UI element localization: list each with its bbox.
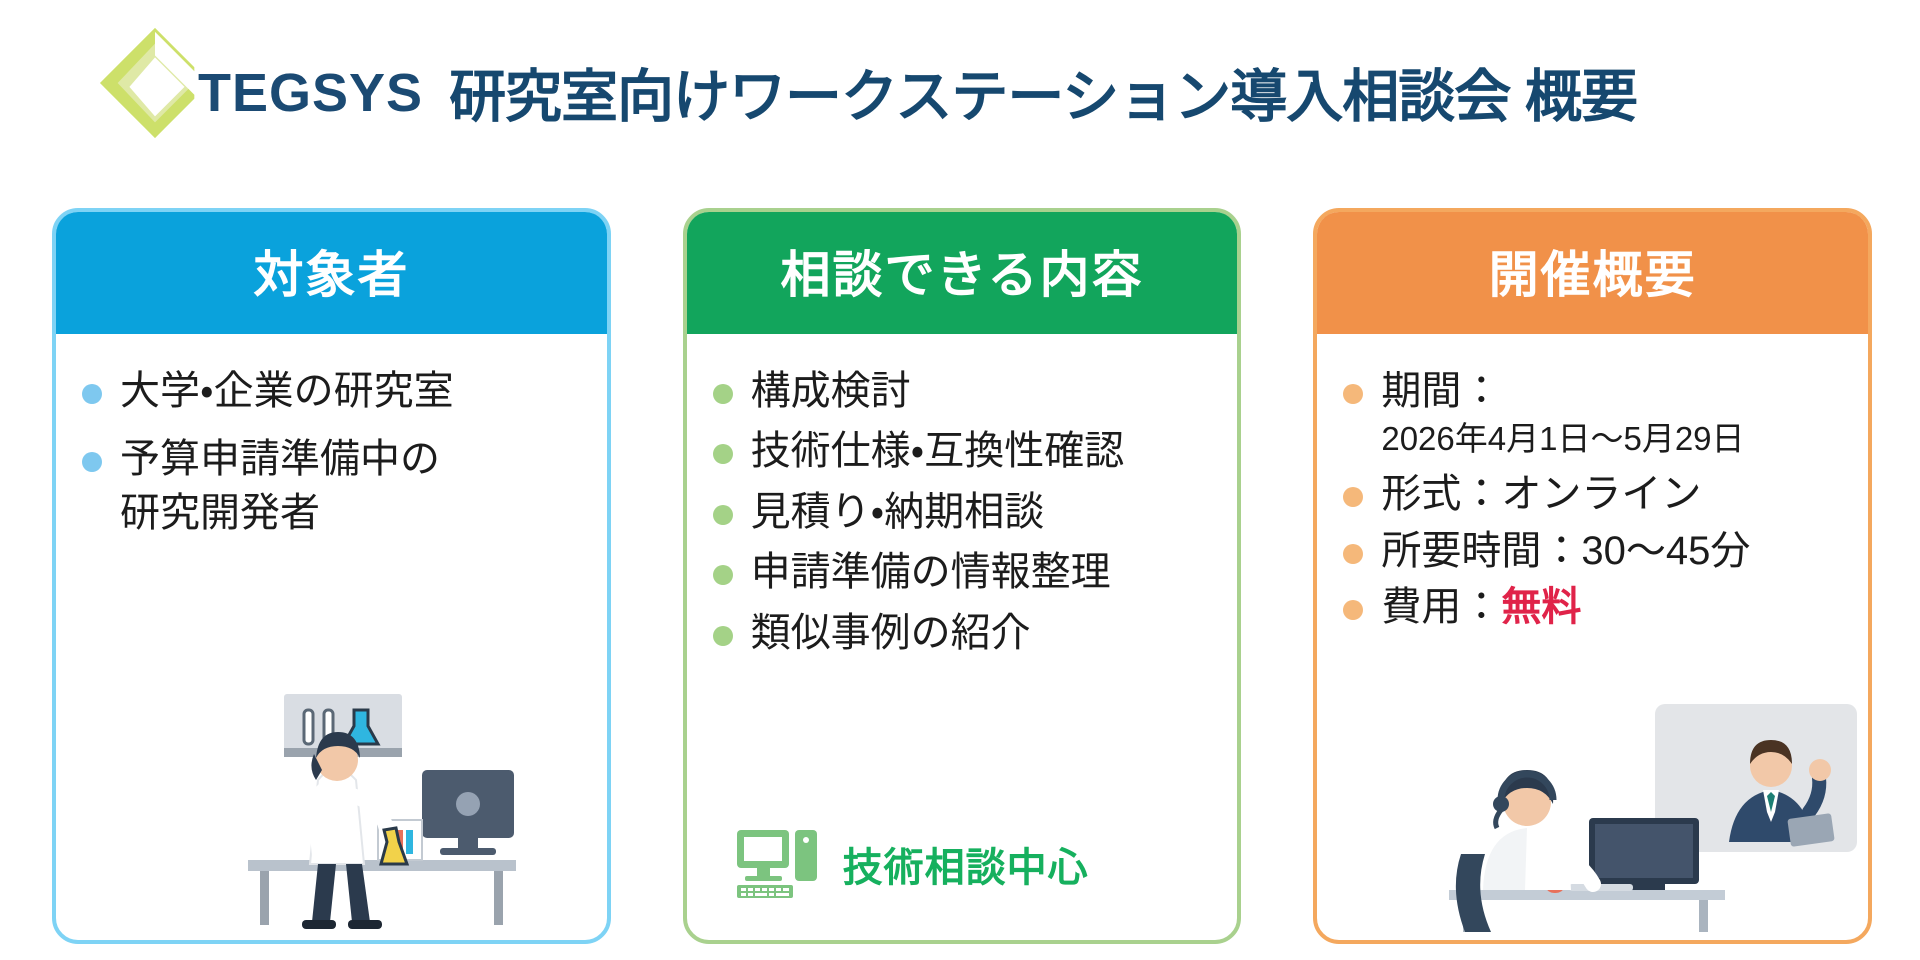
card-body-target-audience: 大学・企業の研究室 予算申請準備中の 研究開発者 bbox=[56, 334, 607, 940]
bullet-list-event-overview: 期間： 2026年4月1日〜5月29日 形式：オンライン 所要時間：30〜45分 bbox=[1343, 368, 1842, 630]
bullet-dot-icon bbox=[712, 384, 733, 404]
card-body-event-overview: 期間： 2026年4月1日〜5月29日 形式：オンライン 所要時間：30〜45分 bbox=[1317, 334, 1868, 940]
bullet-dot-icon bbox=[1343, 543, 1364, 564]
list-item: 予算申請準備中の 研究開発者 bbox=[82, 436, 581, 538]
card-body-consultation-topics: 構成検討 技術仕様・互換性確認 見積り・納期相談 申請準備の情報整理 bbox=[687, 334, 1238, 940]
diamond-chevron-logo-icon bbox=[99, 24, 214, 142]
bullet-label-fee: 費用： bbox=[1381, 585, 1502, 630]
bullet-dot-icon bbox=[712, 625, 733, 646]
bullet-dot-icon bbox=[1343, 487, 1364, 508]
card-title-consultation-topics: 相談できる内容 bbox=[686, 212, 1238, 334]
technical-consultation-badge: 技術相談中心 bbox=[735, 826, 1089, 902]
list-item: 大学・企業の研究室 bbox=[82, 368, 581, 414]
bullet-dot-icon bbox=[82, 452, 102, 473]
list-item: 構成検討 bbox=[712, 368, 1212, 414]
bullet-dot-icon bbox=[82, 384, 102, 404]
bullet-text: 所要時間：30〜45分 bbox=[1381, 528, 1751, 573]
bullet-label-period: 期間： bbox=[1381, 369, 1502, 413]
bullet-text-main: 予算申請準備中の bbox=[120, 437, 440, 482]
page-title: 研究室向けワークステーション導入相談会 概要 bbox=[449, 65, 1638, 129]
list-item: 所要時間：30〜45分 bbox=[1343, 528, 1842, 574]
bullet-dot-icon bbox=[712, 565, 733, 586]
bullet-dot-icon bbox=[1343, 384, 1364, 404]
bullet-text-second-line: 研究開発者 bbox=[120, 490, 320, 535]
bullet-list-consultation-topics: 構成検討 技術仕様・互換性確認 見積り・納期相談 申請準備の情報整理 bbox=[712, 368, 1212, 656]
bullet-text: 見積り・納期相談 bbox=[750, 489, 1045, 534]
bullet-text: 形式：オンライン bbox=[1381, 472, 1702, 517]
bullet-dot-icon bbox=[712, 444, 733, 465]
bullet-dot-icon bbox=[712, 504, 733, 525]
card-consultation-topics: 相談できる内容 構成検討 技術仕様・互換性確認 見積り・納期相談 bbox=[682, 208, 1242, 944]
fee-highlight-value: 無料 bbox=[1501, 585, 1582, 630]
brand-logo: TEGSYS bbox=[96, 24, 424, 142]
bullet-text: 期間： 2026年4月1日〜5月29日 bbox=[1381, 368, 1744, 461]
list-item: 類似事例の紹介 bbox=[712, 610, 1212, 656]
bullet-text: 技術仕様・互換性確認 bbox=[750, 429, 1125, 474]
list-item: 見積り・納期相談 bbox=[712, 489, 1212, 535]
bullet-text: 構成検討 bbox=[750, 369, 911, 413]
bullet-text: 予算申請準備中の 研究開発者 bbox=[120, 436, 440, 538]
list-item: 期間： 2026年4月1日〜5月29日 bbox=[1343, 368, 1842, 461]
bullet-dot-icon bbox=[1343, 600, 1364, 621]
bullet-text: 類似事例の紹介 bbox=[750, 610, 1031, 655]
card-row: 対象者 大学・企業の研究室 予算申請準備中の 研究開発者 bbox=[52, 208, 1873, 944]
list-item: 技術仕様・互換性確認 bbox=[712, 428, 1212, 474]
scientist-at-desk-illustration bbox=[248, 694, 516, 929]
badge-label: 技術相談中心 bbox=[842, 846, 1089, 890]
card-target-audience: 対象者 大学・企業の研究室 予算申請準備中の 研究開発者 bbox=[52, 208, 611, 944]
bullet-text: 申請準備の情報整理 bbox=[750, 550, 1111, 595]
brand-wordmark: TEGSYS bbox=[198, 63, 424, 123]
card-title-target-audience: 対象者 bbox=[55, 212, 607, 334]
bullet-text: 大学・企業の研究室 bbox=[120, 369, 454, 413]
desktop-computer-icon bbox=[736, 830, 817, 898]
bullet-value-period: 2026年4月1日〜5月29日 bbox=[1381, 420, 1745, 458]
list-item: 申請準備の情報整理 bbox=[712, 549, 1212, 595]
list-item: 形式：オンライン bbox=[1343, 471, 1842, 517]
online-meeting-illustration bbox=[1449, 704, 1858, 932]
slide-header: TEGSYS 研究室向けワークステーション導入相談会 概要 bbox=[96, 24, 1638, 142]
card-title-event-overview: 開催概要 bbox=[1317, 212, 1869, 334]
card-event-overview: 開催概要 期間： 2026年4月1日〜5月29日 形式：オンライン bbox=[1313, 208, 1873, 944]
bullet-text: 費用：無料 bbox=[1381, 584, 1581, 630]
bullet-list-target-audience: 大学・企業の研究室 予算申請準備中の 研究開発者 bbox=[82, 368, 581, 539]
list-item: 費用：無料 bbox=[1343, 584, 1842, 630]
